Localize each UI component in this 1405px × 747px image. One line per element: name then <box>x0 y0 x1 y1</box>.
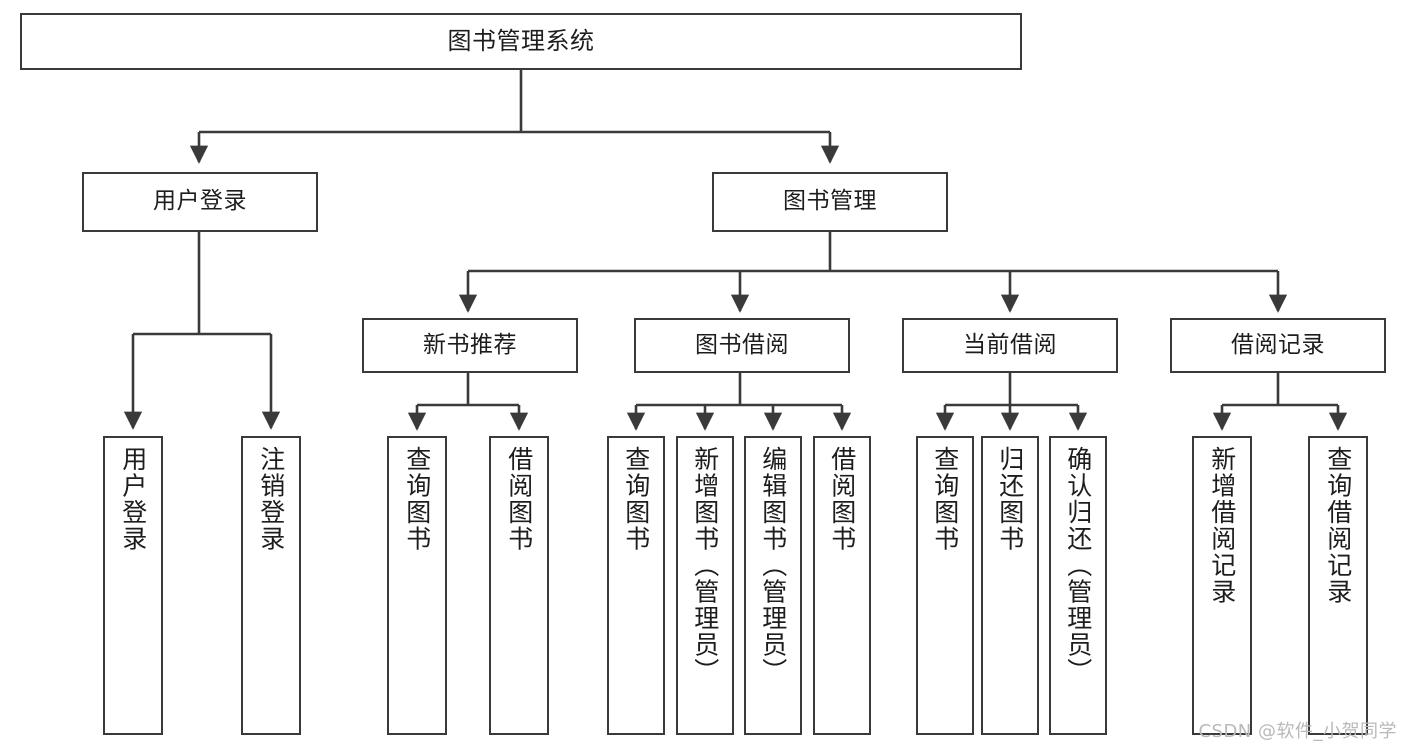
node-leaf-user-login[interactable]: 用户登录 <box>103 436 163 735</box>
node-current-borrow[interactable]: 当前借阅 <box>902 318 1118 373</box>
node-leaf-add-book-label: 新增图书（管理员） <box>690 446 720 685</box>
node-root[interactable]: 图书管理系统 <box>20 13 1022 70</box>
node-new-book-rec-label: 新书推荐 <box>423 331 517 358</box>
node-leaf-confirm-return-label: 确认归还（管理员） <box>1063 446 1093 685</box>
node-book-borrow[interactable]: 图书借阅 <box>634 318 850 373</box>
node-book-manage[interactable]: 图书管理 <box>712 172 948 232</box>
node-user-login[interactable]: 用户登录 <box>82 172 318 232</box>
node-leaf-borrow-book-1-label: 借阅图书 <box>504 446 534 552</box>
node-leaf-confirm-return[interactable]: 确认归还（管理员） <box>1049 436 1107 735</box>
node-leaf-logout[interactable]: 注销登录 <box>241 436 301 735</box>
node-borrow-record[interactable]: 借阅记录 <box>1170 318 1386 373</box>
csdn-watermark: CSDN @软件_小贺同学 <box>1198 721 1397 742</box>
node-leaf-query-book-3[interactable]: 查询图书 <box>916 436 974 735</box>
node-leaf-query-book-1-label: 查询图书 <box>402 446 432 552</box>
node-leaf-add-record-label: 新增借阅记录 <box>1207 446 1237 605</box>
node-leaf-query-record-label: 查询借阅记录 <box>1323 446 1353 605</box>
node-leaf-query-book-2-label: 查询图书 <box>621 446 651 552</box>
node-leaf-user-login-label: 用户登录 <box>118 446 148 552</box>
node-book-manage-label: 图书管理 <box>783 188 877 215</box>
node-current-borrow-label: 当前借阅 <box>963 331 1057 358</box>
node-leaf-query-record[interactable]: 查询借阅记录 <box>1308 436 1368 735</box>
node-leaf-return-book[interactable]: 归还图书 <box>981 436 1039 735</box>
node-borrow-record-label: 借阅记录 <box>1231 331 1325 358</box>
node-root-label: 图书管理系统 <box>447 27 595 56</box>
node-leaf-query-book-1[interactable]: 查询图书 <box>387 436 447 735</box>
node-leaf-query-book-2[interactable]: 查询图书 <box>607 436 665 735</box>
node-leaf-borrow-book-2[interactable]: 借阅图书 <box>813 436 871 735</box>
node-book-borrow-label: 图书借阅 <box>695 331 789 358</box>
node-leaf-add-book[interactable]: 新增图书（管理员） <box>676 436 734 735</box>
node-user-login-label: 用户登录 <box>153 188 247 215</box>
node-new-book-rec[interactable]: 新书推荐 <box>362 318 578 373</box>
node-leaf-return-book-label: 归还图书 <box>995 446 1025 552</box>
node-leaf-borrow-book-1[interactable]: 借阅图书 <box>489 436 549 735</box>
node-leaf-query-book-3-label: 查询图书 <box>930 446 960 552</box>
node-leaf-add-record[interactable]: 新增借阅记录 <box>1192 436 1252 735</box>
node-leaf-borrow-book-2-label: 借阅图书 <box>827 446 857 552</box>
node-leaf-edit-book-label: 编辑图书（管理员） <box>758 446 788 685</box>
node-leaf-logout-label: 注销登录 <box>256 446 286 552</box>
node-leaf-edit-book[interactable]: 编辑图书（管理员） <box>744 436 802 735</box>
